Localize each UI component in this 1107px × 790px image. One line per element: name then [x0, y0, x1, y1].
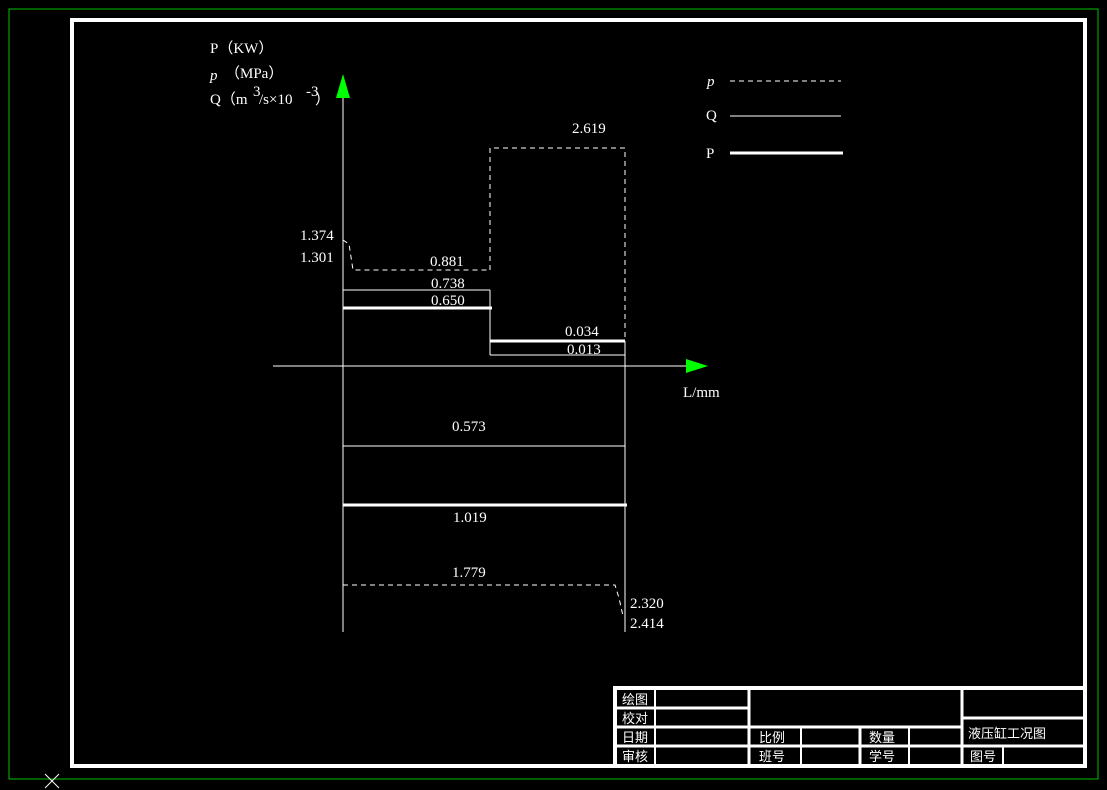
svg-text:3: 3: [253, 84, 261, 100]
value-label: 0.650: [431, 293, 465, 309]
title-block-date: 日期: [622, 731, 648, 746]
value-label: 0.573: [452, 419, 486, 435]
pressure-curve-lower: [343, 584, 624, 617]
title-block-drawing-title: 液压缸工况图: [968, 726, 1046, 742]
value-label: 2.320: [630, 596, 664, 612]
axis-label-power: P（KW）: [210, 40, 273, 57]
x-axis-arrow: [686, 359, 708, 373]
y-axis-arrow: [336, 74, 350, 98]
title-block-student-no: 学号: [869, 749, 895, 765]
value-label: 1.301: [300, 250, 334, 266]
cross-marker: [44, 773, 60, 789]
pressure-curve-upper: [342, 147, 626, 341]
axis-label-pressure-symbol: p: [209, 68, 218, 84]
legend-pressure-label: p: [706, 74, 715, 90]
value-label: 2.619: [572, 121, 606, 137]
value-label: 0.738: [431, 276, 465, 292]
drawing-frame: [70, 18, 1087, 768]
svg-text:Q（m: Q（m: [210, 91, 248, 108]
title-block-class-no: 班号: [759, 750, 785, 765]
legend-power-label: P: [706, 146, 714, 162]
outer-border: [8, 8, 1099, 780]
svg-text:/s×10: /s×10: [259, 92, 292, 108]
value-label: 1.779: [452, 565, 486, 581]
value-label: 1.019: [453, 510, 487, 526]
axis-label-length: L/mm: [683, 385, 720, 401]
title-block-reviewed: 审核: [622, 750, 648, 765]
title-block-drawn: 绘图: [622, 693, 648, 708]
value-label: 0.013: [567, 342, 601, 358]
title-block-drawing-no: 图号: [970, 750, 996, 765]
value-label: 0.034: [565, 324, 599, 340]
svg-text:-3: -3: [306, 84, 319, 100]
svg-text:）: ）: [315, 91, 330, 108]
axis-label-flow: Q（m 3 /s×10 -3 ）: [210, 84, 330, 108]
title-block: [613, 686, 1087, 768]
axis-label-pressure-unit: （MPa）: [225, 65, 283, 82]
value-label: 2.414: [630, 616, 664, 632]
legend-flow-label: Q: [706, 108, 717, 124]
legend: p Q P: [706, 74, 843, 162]
title-block-checked: 校对: [622, 711, 648, 727]
value-label: 1.374: [300, 228, 334, 244]
title-block-scale: 比例: [759, 731, 785, 746]
value-label: 0.881: [430, 254, 464, 270]
title-block-quantity: 数量: [869, 731, 895, 746]
